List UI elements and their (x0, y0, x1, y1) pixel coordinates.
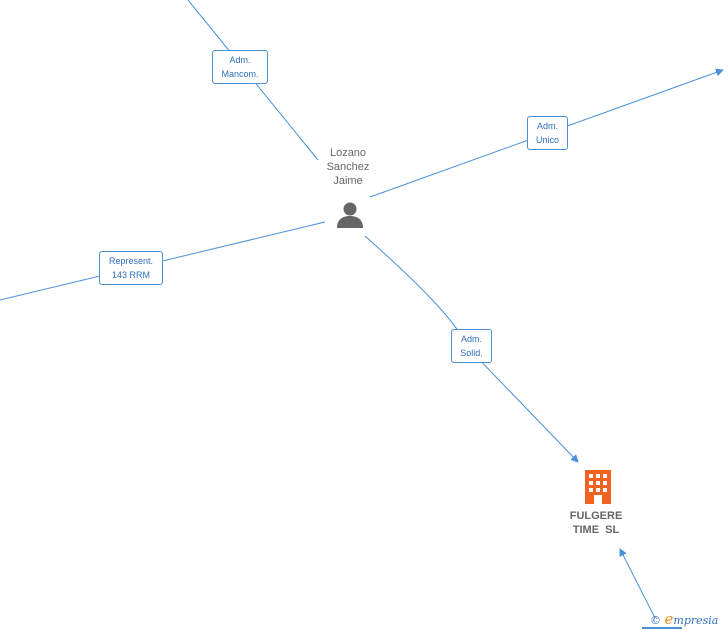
edge-label-represent[interactable]: Represent. 143 RRM (99, 251, 163, 285)
edge-label-line: Adm. (536, 121, 558, 131)
edge-label-line: 143 RRM (111, 270, 150, 280)
edge-label-line: Adm. (460, 334, 482, 344)
edge-label-line: Represent. (108, 256, 154, 266)
edge-label-line: Solid. (460, 348, 483, 358)
edge-label-line: Mancom. (221, 69, 259, 79)
edge-label-line: Unico (535, 135, 559, 145)
edge-label-line: Adm. (229, 55, 251, 65)
company-node-label[interactable]: FULGERE TIME SL (555, 509, 637, 537)
edge-line-bottom (619, 548, 656, 619)
person-name-line-3: Jaime (333, 175, 363, 187)
person-name-line-2: Sanchez (326, 161, 370, 173)
edge-label-adm-unico[interactable]: Adm. Unico (527, 116, 568, 150)
empresia-watermark: © empresia (650, 610, 718, 628)
person-node-label: Lozano Sanchez Jaime (314, 146, 382, 188)
watermark-rest: mpresia (673, 614, 719, 627)
copyright-symbol: © (650, 614, 661, 627)
company-name-line-1: FULGERE (569, 510, 623, 522)
company-name-line-2: TIME SL (572, 524, 620, 536)
edge-label-adm-solid[interactable]: Adm. Solid. (451, 329, 492, 363)
person-name-line-1: Lozano (329, 147, 367, 159)
person-icon[interactable] (335, 200, 365, 230)
building-icon[interactable] (583, 470, 613, 504)
edge-label-adm-mancom[interactable]: Adm. Mancom. (212, 50, 268, 84)
watermark-initial: e (664, 610, 674, 628)
